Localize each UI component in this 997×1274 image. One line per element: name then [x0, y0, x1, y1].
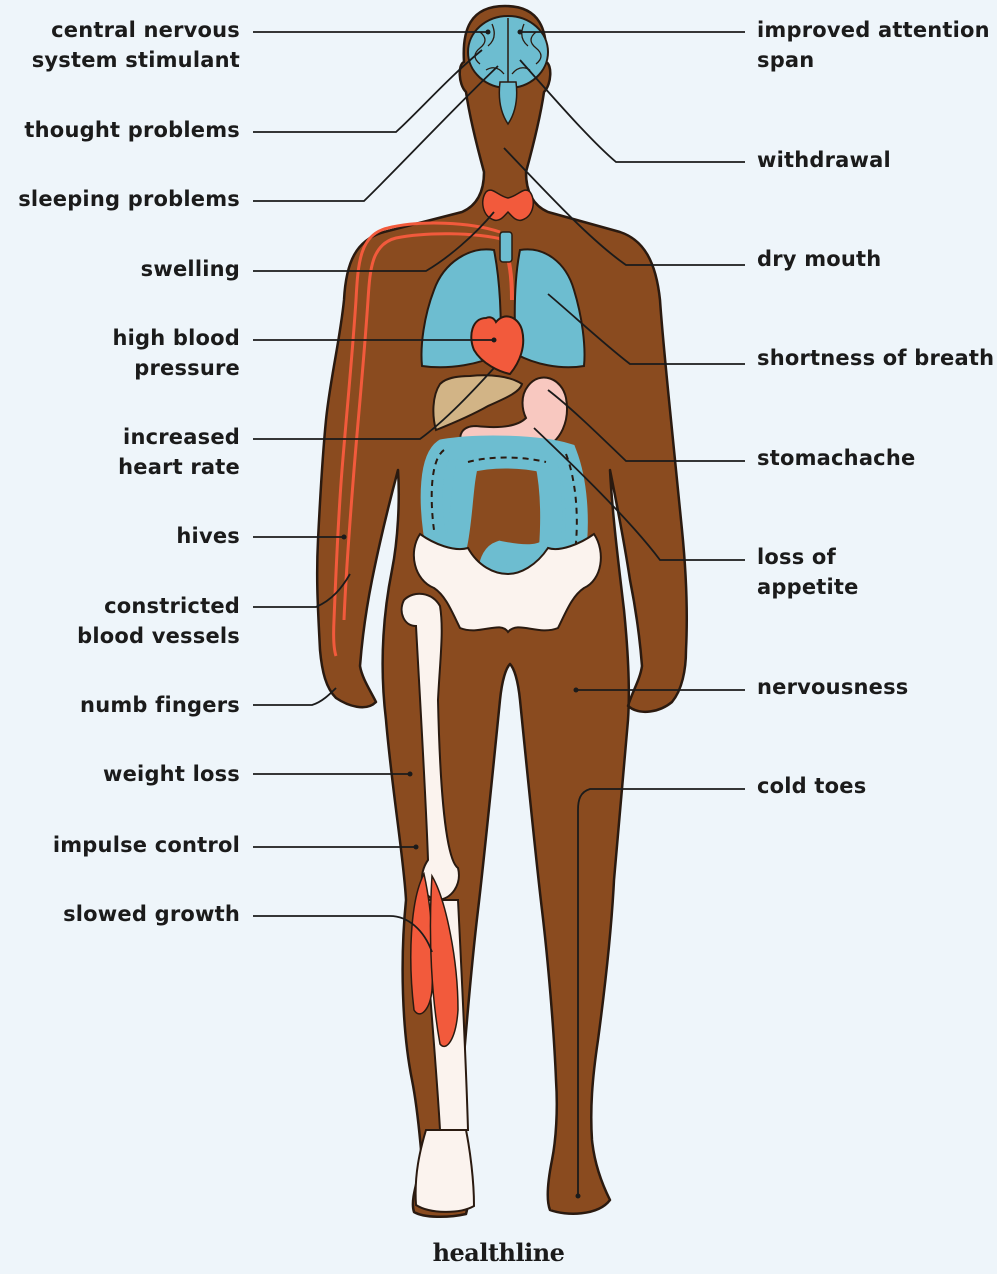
leader-numb-fingers — [253, 688, 336, 705]
label-improved-attention-span: improved attention span — [757, 15, 990, 75]
label-dry-mouth: dry mouth — [757, 244, 881, 274]
label-weight-loss: weight loss — [103, 759, 240, 789]
label-high-blood-pressure: high blood pressure — [112, 323, 240, 383]
leader-thought-problems — [253, 50, 482, 132]
label-cns-stimulant: central nervous system stimulant — [32, 15, 240, 75]
label-cold-toes: cold toes — [757, 771, 866, 801]
label-constricted-blood-vessels: constricted blood vessels — [77, 591, 240, 651]
label-nervousness: nervousness — [757, 672, 909, 702]
label-stomachache: stomachache — [757, 443, 915, 473]
label-hives: hives — [176, 521, 240, 551]
label-slowed-growth: slowed growth — [63, 899, 240, 929]
label-withdrawal: withdrawal — [757, 145, 891, 175]
label-thought-problems: thought problems — [24, 115, 240, 145]
trachea — [500, 232, 512, 262]
label-swelling: swelling — [141, 254, 240, 284]
leader-withdrawal — [520, 60, 745, 162]
label-increased-heart-rate: increased heart rate — [118, 422, 240, 482]
label-loss-of-appetite: loss of appetite — [757, 542, 859, 602]
label-numb-fingers: numb fingers — [80, 690, 240, 720]
brand-logo: healthline — [0, 1238, 997, 1267]
label-sleeping-problems: sleeping problems — [18, 184, 240, 214]
label-shortness-of-breath: shortness of breath — [757, 343, 994, 373]
label-impulse-control: impulse control — [53, 830, 240, 860]
